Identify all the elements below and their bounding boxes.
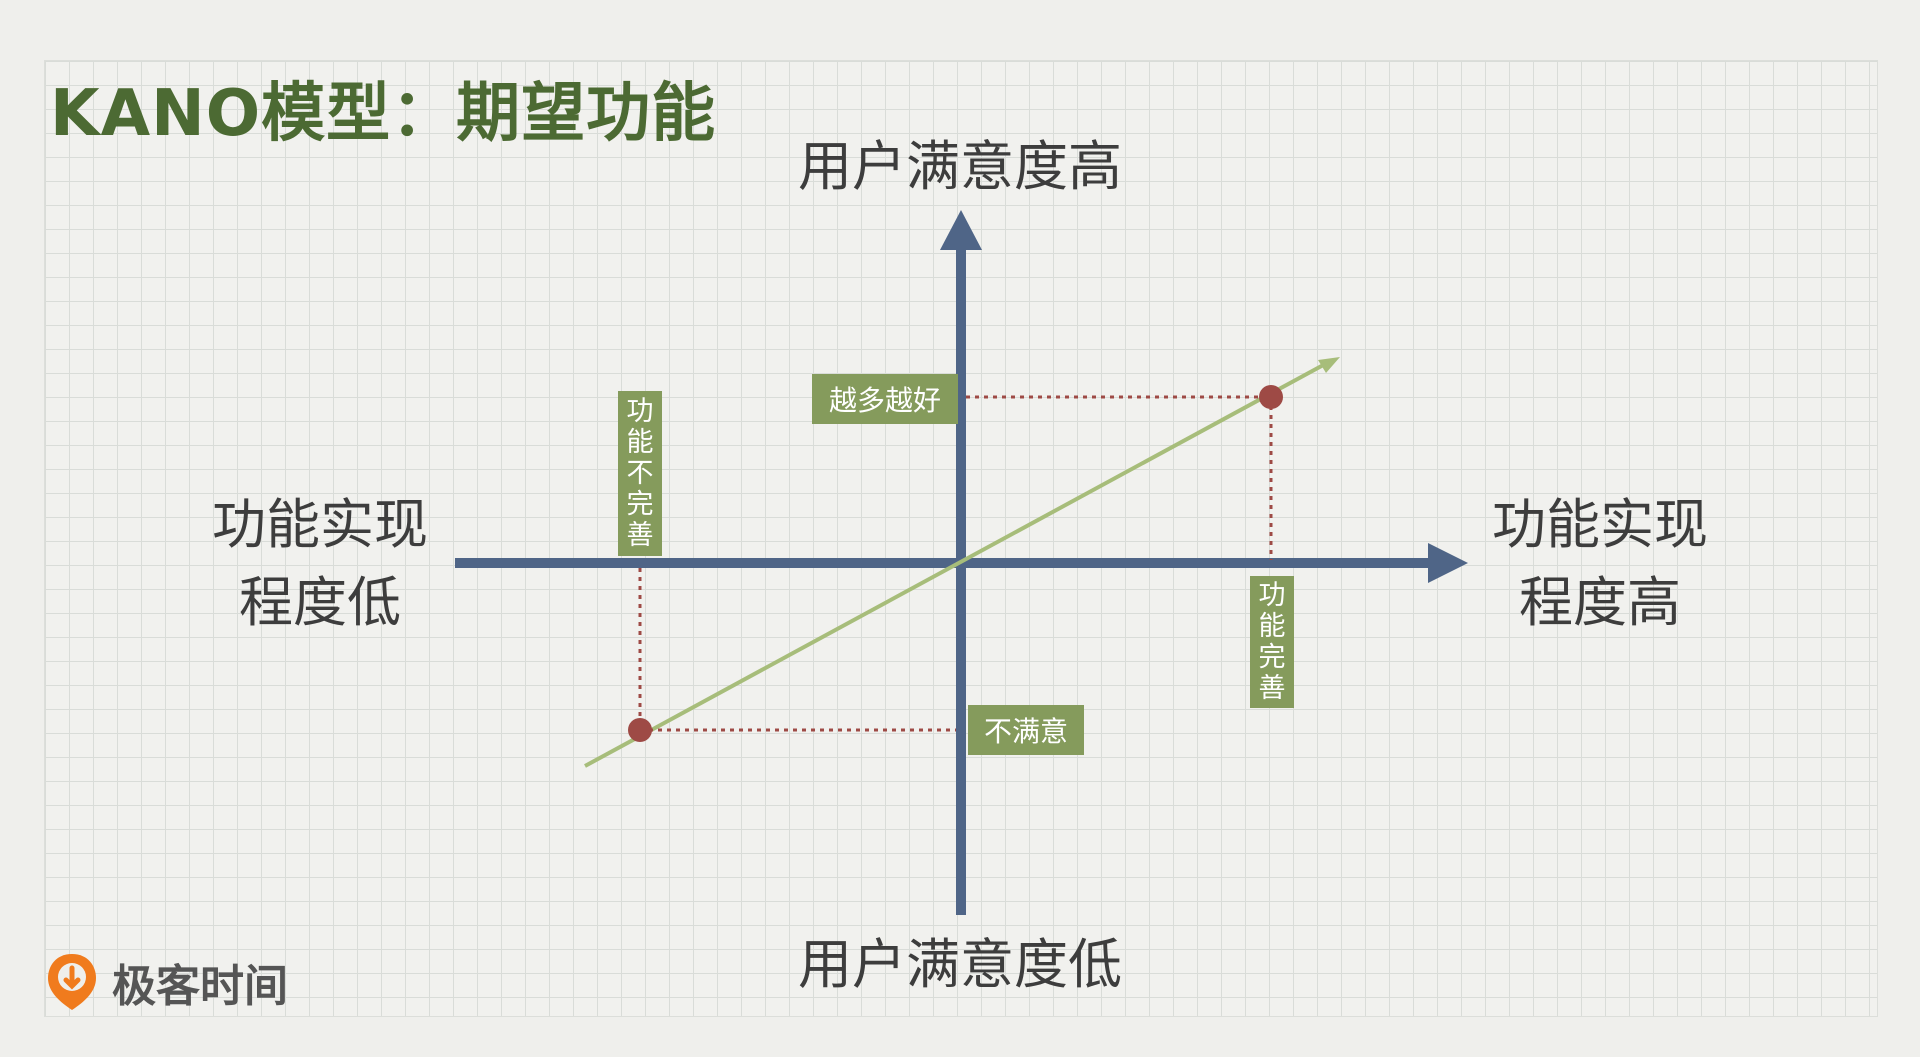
point-satisfied — [1259, 385, 1283, 409]
horizontal-axis-arrow — [1428, 543, 1468, 583]
tag-complete: 功能完善 — [1250, 576, 1294, 708]
geektime-logo-icon — [48, 954, 96, 1010]
axis-label-bottom: 用户满意度低 — [798, 933, 1122, 996]
brand-logo: 极客时间 — [44, 950, 288, 1014]
slide-title: KANO模型：期望功能 — [50, 77, 717, 151]
axis-label-left: 功能实现 程度低 — [212, 493, 428, 634]
trend-line — [584, 361, 1328, 768]
point-dissatisfied — [628, 718, 652, 742]
tag-more-better: 越多越好 — [812, 374, 958, 424]
axis-label-top: 用户满意度高 — [798, 135, 1122, 198]
axis-label-right: 功能实现 程度高 — [1492, 493, 1708, 634]
vertical-axis-arrow — [940, 210, 982, 250]
logo-text: 极客时间 — [112, 961, 288, 1012]
tag-dissatisfied: 不满意 — [968, 705, 1084, 755]
tag-incomplete: 功能不完善 — [618, 391, 662, 556]
trend-line-arrow — [1318, 357, 1340, 373]
